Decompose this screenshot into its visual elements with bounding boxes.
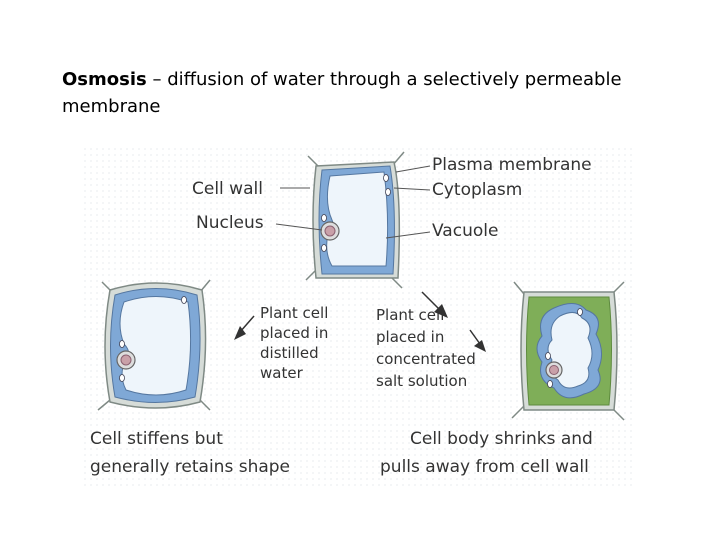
salt-line3: concentrated [376,350,476,368]
slide-title: Osmosis – diffusion of water through a s… [62,66,622,120]
normal-plant-cell [305,151,405,289]
turgid-plant-cell [97,279,211,411]
caption-left-line2: generally retains shape [90,457,290,477]
distilled-line3: distilled [260,344,319,362]
label-cytoplasm: Cytoplasm [432,180,522,200]
title-definition: – diffusion of water through a selective… [62,69,622,117]
distilled-line4: water [260,364,304,382]
salt-line2: placed in [376,328,444,346]
osmosis-diagram: Cell wall Nucleus Plasma membrane Cytopl… [84,148,632,486]
label-vacuole: Vacuole [432,221,498,241]
turgid-vacuole [119,296,192,396]
distilled-line1: Plant cell [260,304,328,322]
title-term: Osmosis [62,69,147,90]
plasmolyzed-plant-cell [511,281,625,421]
label-cell-wall: Cell wall [192,179,263,199]
arrow-to-salt [421,291,441,311]
salt-line4: salt solution [376,372,467,390]
caption-left-line1: Cell stiffens but [90,429,223,449]
distilled-line2: placed in [260,324,328,342]
caption-right-line1: Cell body shrinks and [410,429,593,449]
salt-line1: Plant cell [376,306,444,324]
label-nucleus: Nucleus [196,213,264,233]
caption-right-line2: pulls away from cell wall [380,457,589,477]
vacuole-shape [326,171,389,267]
label-plasma-membrane: Plasma membrane [432,155,592,175]
